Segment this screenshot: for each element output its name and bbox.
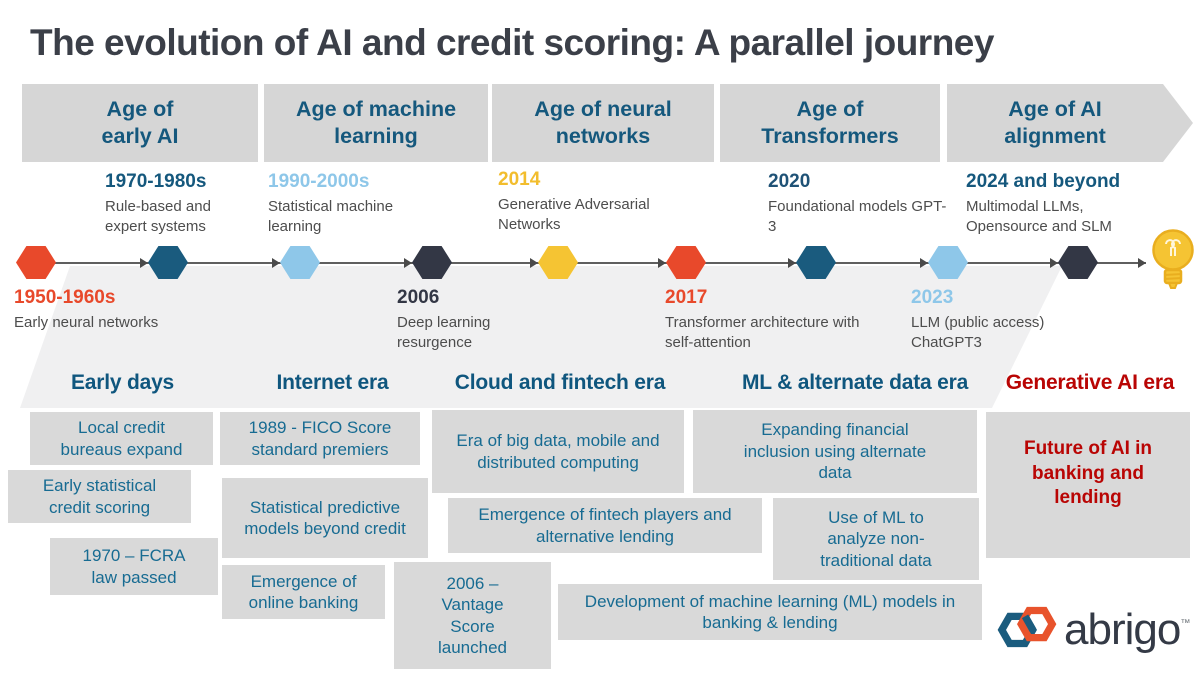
page-title: The evolution of AI and credit scoring: …: [30, 22, 994, 63]
brand-wordmark: abrigo™: [1064, 604, 1191, 654]
era-banner-label: Age of: [106, 97, 174, 122]
timeline-arrowhead: [404, 258, 412, 268]
milestone-desc: Generative Adversarial Networks: [498, 195, 650, 234]
column-header-ml-alternate-data: ML & alternate data era: [741, 371, 969, 394]
milestone-label-2024: 2024 and beyond Multimodal LLMs, Opensou…: [966, 171, 1161, 238]
timeline-arrowhead: [920, 258, 928, 268]
info-box: Statistical predictive models beyond cre…: [222, 478, 428, 558]
milestone-year: 2014: [498, 169, 541, 190]
era-banner-ai-alignment: Age of AI alignment: [947, 84, 1193, 162]
timeline-line: [36, 262, 1146, 264]
timeline-background-band: [20, 266, 1062, 408]
column-header-early-days: Early days: [70, 371, 175, 394]
era-banner-early-ai: Age of early AI: [22, 84, 258, 162]
era-banner-label: networks: [555, 124, 651, 148]
trademark-symbol: ™: [1180, 617, 1191, 629]
milestone-year: 2023: [911, 287, 954, 308]
era-banner-label: Age of: [796, 97, 864, 122]
timeline-arrowhead: [530, 258, 538, 268]
column-header-generative-ai: Generative AI era: [1005, 371, 1175, 394]
era-banner-label: early AI: [101, 124, 179, 148]
era-banner-label: alignment: [1004, 124, 1106, 148]
info-box: Emergence of fintech players and alterna…: [448, 498, 762, 553]
milestone-label-2006: 2006 Deep learning resurgence: [397, 287, 527, 354]
milestone-label-1970s: 1970-1980s Rule-based and expert systems: [105, 171, 245, 238]
era-banner-label: Age of neural: [534, 97, 672, 122]
milestone-desc: Early neural networks: [14, 313, 159, 331]
milestone-year: 2006: [397, 287, 440, 308]
milestone-hexagon-1950s: [16, 246, 56, 279]
info-box: Expanding financial inclusion using alte…: [693, 410, 977, 493]
timeline-arrowhead: [140, 258, 148, 268]
era-banner-label: Age of machine: [295, 97, 457, 122]
milestone-label-1950s: 1950-1960s Early neural networks: [14, 287, 244, 333]
milestone-label-1990s: 1990-2000s Statistical machine learning: [268, 171, 428, 238]
info-box: Emergence of online banking: [222, 565, 385, 619]
milestone-desc: Statistical machine learning: [268, 197, 394, 236]
milestone-year: 2020: [768, 171, 811, 192]
lightbulb-icon: [1150, 227, 1196, 300]
milestone-label-2014: 2014 Generative Adversarial Networks: [498, 169, 698, 236]
era-banner-transformers: Age of Transformers: [720, 84, 940, 162]
abrigo-hexagons-icon: [996, 598, 1058, 661]
info-box: Era of big data, mobile and distributed …: [432, 410, 684, 493]
milestone-desc: Foundational models GPT-3: [768, 197, 947, 236]
milestone-desc: Rule-based and expert systems: [105, 197, 211, 236]
milestone-hexagon-2024: [1058, 246, 1098, 279]
milestone-year: 1950-1960s: [14, 287, 116, 308]
milestone-year: 2024 and beyond: [966, 171, 1121, 192]
info-box: Local credit bureaus expand: [30, 412, 213, 465]
column-header-cloud-fintech: Cloud and fintech era: [454, 371, 666, 394]
timeline-arrowhead: [658, 258, 666, 268]
milestone-desc: Multimodal LLMs, Opensource and SLM: [966, 197, 1112, 236]
milestone-desc: Deep learning resurgence: [397, 313, 491, 352]
info-box: 1970 – FCRA law passed: [50, 538, 218, 595]
timeline-arrowhead: [1138, 258, 1146, 268]
milestone-label-2020: 2020 Foundational models GPT-3: [768, 171, 953, 238]
milestone-label-2017: 2017 Transformer architecture with self-…: [665, 287, 880, 354]
milestone-year: 1970-1980s: [105, 171, 207, 192]
timeline-arrowhead: [1050, 258, 1058, 268]
era-banner-label: Transformers: [761, 124, 899, 148]
era-banner-label: Age of AI: [1008, 97, 1102, 122]
info-box: Development of machine learning (ML) mod…: [558, 584, 982, 640]
info-box: Early statistical credit scoring: [8, 470, 191, 523]
info-box: 2006 – Vantage Score launched: [394, 562, 551, 669]
column-header-internet-era: Internet era: [276, 371, 389, 394]
milestone-label-2023: 2023 LLM (public access) ChatGPT3: [911, 287, 1106, 354]
era-banner-machine-learning: Age of machine learning: [264, 84, 488, 162]
milestone-desc: Transformer architecture with self-atten…: [665, 313, 860, 352]
info-box: Future of AI in banking and lending: [986, 412, 1190, 558]
era-banner-label: learning: [334, 124, 418, 148]
milestone-desc: LLM (public access) ChatGPT3: [911, 313, 1045, 352]
milestone-year: 1990-2000s: [268, 171, 370, 192]
info-box: Use of ML to analyze non-traditional dat…: [773, 498, 979, 580]
era-banner-neural-networks: Age of neural networks: [492, 84, 714, 162]
timeline-arrowhead: [788, 258, 796, 268]
info-box: 1989 - FICO Score standard premiers: [220, 412, 420, 465]
timeline-arrowhead: [272, 258, 280, 268]
milestone-year: 2017: [665, 287, 708, 308]
abrigo-logo: abrigo™: [996, 598, 1190, 661]
